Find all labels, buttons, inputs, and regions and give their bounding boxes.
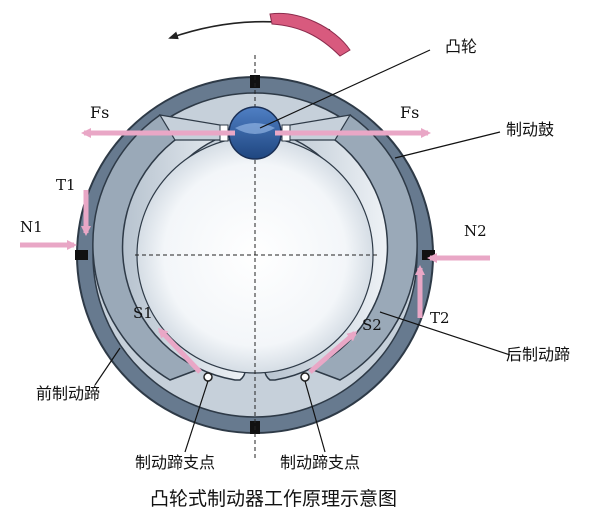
force-fs-right: Fs (400, 103, 419, 122)
force-t2: T2 (430, 309, 450, 327)
force-fs-left: Fs (90, 103, 109, 122)
diagram-title: 凸轮式制动器工作原理示意图 (150, 488, 397, 510)
center-axes (135, 55, 380, 460)
pivot-label-right: 制动蹄支点 (280, 453, 360, 472)
force-n2: N2 (464, 222, 487, 240)
cam-label: 凸轮 (445, 37, 477, 56)
force-s2: S2 (362, 316, 382, 334)
force-t1: T1 (56, 176, 76, 194)
force-s1: S1 (133, 304, 153, 322)
rotation-arrow-icon (168, 12, 351, 57)
pivot-label-left: 制动蹄支点 (135, 453, 215, 472)
force-arrows (20, 128, 490, 374)
shoe-pivots (203, 372, 310, 382)
force-n1: N1 (20, 218, 43, 236)
leading-shoe-label: 前制动蹄 (36, 384, 100, 403)
trailing-shoe-label: 后制动蹄 (506, 345, 570, 364)
drum-label: 制动鼓 (506, 120, 554, 139)
leader-lines (94, 49, 511, 453)
